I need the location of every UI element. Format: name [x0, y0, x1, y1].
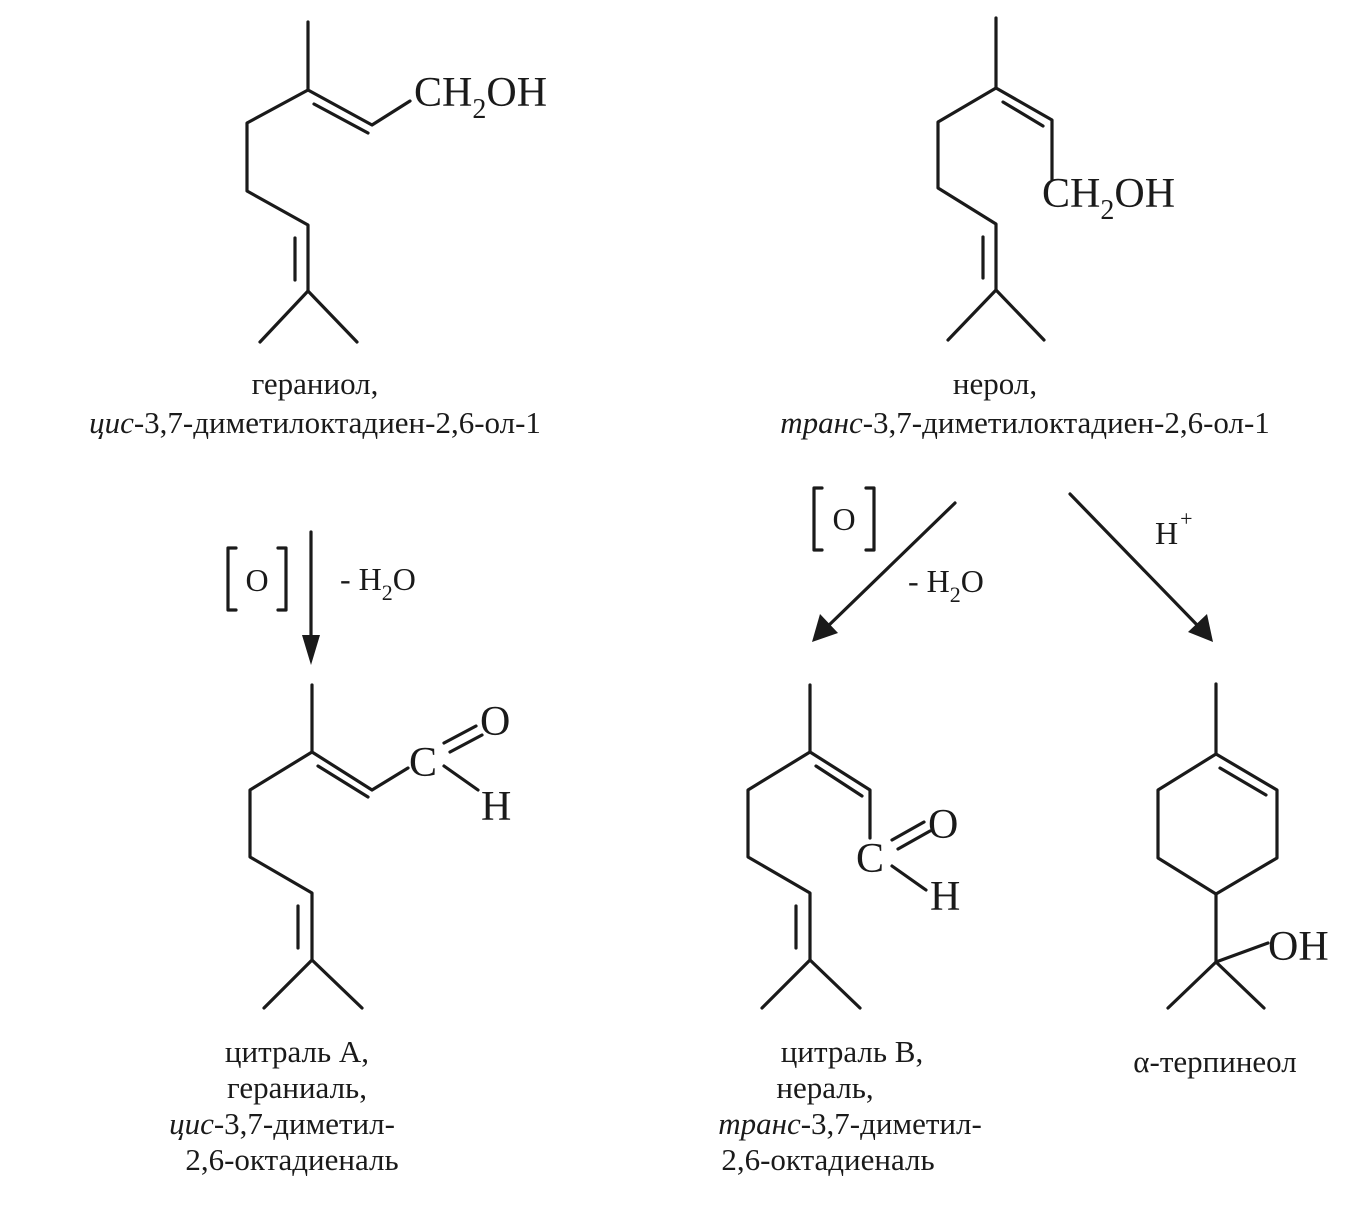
geraniol-name: гераниол, — [252, 366, 379, 401]
citral-b-iupac-line2: 2,6-октадиеналь — [721, 1142, 934, 1177]
nerol-iupac-name: транс-3,7-диметилоктадиен-2,6-ол-1 — [780, 405, 1270, 440]
geraniol-ch2oh-label: CH2OH — [414, 70, 547, 125]
geraniol-iupac-name: цис-3,7-диметилоктадиен-2,6-ол-1 — [89, 405, 541, 440]
arrow-nerol-to-citral-b: O - H2O — [812, 486, 984, 642]
citral-b-iupac-line1: транс-3,7-диметил- — [718, 1106, 982, 1141]
citral-b-structure: C O H — [746, 683, 960, 1010]
geraniol-caption: гераниол, цис-3,7-диметилоктадиен-2,6-ол… — [89, 366, 541, 440]
citral-a-iupac-line1: цис-3,7-диметил- — [169, 1106, 395, 1141]
citral-a-hydrogen-label: H — [481, 784, 511, 830]
citral-b-carbon-label: C — [856, 836, 884, 882]
terpineol-oh-label: OH — [1268, 924, 1329, 970]
citral-b-hydrogen-label: H — [930, 874, 960, 920]
oxidant-label-left: O — [245, 562, 268, 598]
terpineol-name: α-терпинеол — [1133, 1044, 1296, 1079]
citral-b-caption: цитраль В, нераль, транс-3,7-диметил- 2,… — [718, 1034, 982, 1177]
citral-a-name: цитраль А, — [225, 1034, 369, 1069]
oxidant-label-right: O — [832, 501, 855, 537]
citral-a-caption: цитраль А, гераниаль, цис-3,7-диметил- 2… — [169, 1034, 399, 1177]
acid-catalyst-label: H+ — [1155, 506, 1193, 551]
citral-a-iupac-line2: 2,6-октадиеналь — [185, 1142, 398, 1177]
arrow-nerol-to-terpineol: H+ — [1068, 492, 1213, 642]
citral-b-oxygen-label: O — [928, 802, 958, 848]
water-loss-label-right: - H2O — [908, 563, 984, 607]
nerol-ch2oh-label: CH2OH — [1042, 171, 1175, 226]
citral-a-carbon-label: C — [409, 740, 437, 786]
nerol-name: нерол, — [953, 366, 1037, 401]
water-loss-label-left: - H2O — [340, 561, 416, 605]
citral-a-structure: C O H — [248, 683, 511, 1010]
citral-b-name: цитраль В, — [781, 1034, 923, 1069]
nerol-caption: нерол, транс-3,7-диметилоктадиен-2,6-ол-… — [780, 366, 1270, 440]
citral-a-synonym: гераниаль, — [227, 1070, 367, 1105]
arrow-geraniol-to-citral-a: O - H2O — [226, 530, 416, 665]
nerol-structure: CH2OH — [936, 16, 1175, 342]
citral-a-oxygen-label: O — [480, 699, 510, 745]
terpineol-caption: α-терпинеол — [1133, 1044, 1296, 1079]
citral-b-synonym: нераль, — [776, 1070, 873, 1105]
geraniol-structure: CH2OH — [245, 20, 547, 344]
terpineol-structure: OH — [1156, 682, 1329, 1010]
